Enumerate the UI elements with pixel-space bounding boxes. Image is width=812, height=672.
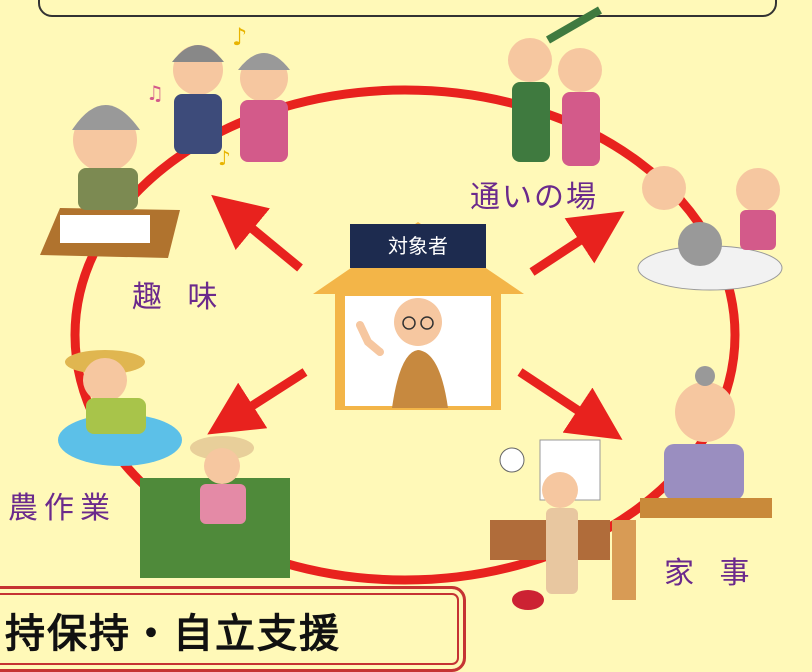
banner-text: 持保持・自立支援 bbox=[5, 611, 341, 657]
elderly-man-body bbox=[392, 350, 448, 408]
arrow-to-gathering bbox=[529, 211, 625, 276]
hobby-painting-illustration bbox=[40, 105, 180, 258]
label-housework: 家 事 bbox=[664, 556, 758, 591]
label-gathering: 通いの場 bbox=[470, 180, 598, 215]
target-person-tag: 対象者 bbox=[350, 224, 486, 268]
elderly-man-head bbox=[394, 298, 442, 346]
cycle-ring bbox=[70, 85, 740, 585]
field-work-illustration bbox=[140, 436, 290, 578]
house-illustration bbox=[313, 222, 524, 410]
arrow-to-hobby bbox=[211, 194, 303, 272]
exercise-elderly-illustration bbox=[508, 6, 602, 166]
label-farming: 農作業 bbox=[8, 491, 116, 526]
arrow-to-housework bbox=[517, 368, 623, 440]
tea-gathering-illustration bbox=[637, 166, 783, 291]
svg-text:♪: ♪ bbox=[218, 146, 231, 170]
svg-text:♫: ♫ bbox=[146, 81, 164, 105]
svg-text:♪: ♪ bbox=[232, 23, 247, 51]
arrow-to-farming bbox=[207, 368, 308, 435]
activity-cycle-diagram: ♪ ♫ ♪ bbox=[40, 6, 783, 610]
cooking-illustration bbox=[640, 366, 772, 518]
label-hobby: 趣 味 bbox=[132, 280, 226, 315]
bottom-banner: 持保持・自立支援 bbox=[0, 586, 466, 672]
rice-planting-illustration bbox=[58, 350, 182, 466]
karaoke-singers-illustration: ♪ ♫ ♪ bbox=[146, 23, 290, 170]
vacuuming-illustration bbox=[490, 439, 636, 610]
